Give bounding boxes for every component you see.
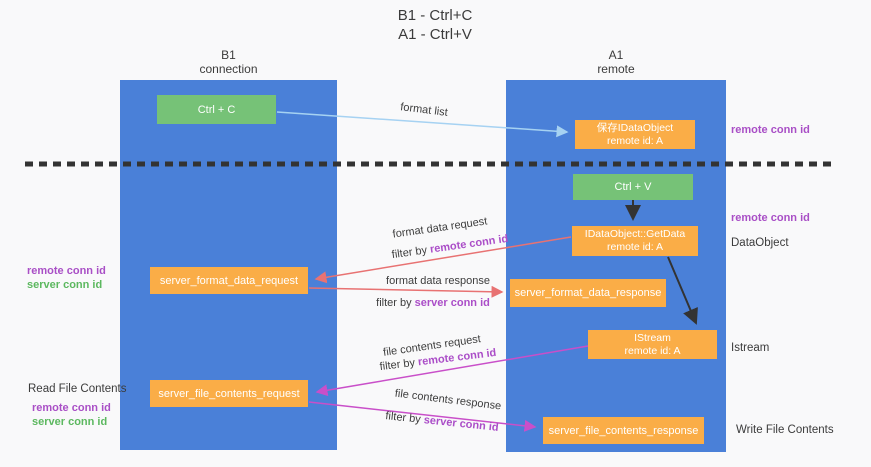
right-remote-conn-id-top: remote conn id	[731, 124, 810, 136]
format-data-response-label: format data response	[386, 275, 490, 287]
format-data-response-filter-label: filter by server conn id	[376, 297, 490, 309]
remote-conn-id-label: remote conn id	[27, 265, 106, 277]
read-file-contents-label: Read File Contents	[28, 383, 127, 395]
dataobject-label: DataObject	[731, 237, 789, 249]
istream-line1: IStream	[634, 331, 671, 344]
getdata-line1: IDataObject::GetData	[584, 228, 686, 240]
write-file-contents-label: Write File Contents	[736, 424, 834, 436]
getdata-box: IDataObject::GetData remote id: A	[572, 226, 698, 256]
title-line-1: B1 - Ctrl+C	[397, 7, 473, 24]
left-conn-ids-top: remote conn id server conn id	[27, 264, 106, 292]
format-list-label: format list	[399, 101, 449, 119]
ctrl-c-box: Ctrl + C	[157, 95, 276, 124]
diagram-title: B1 - Ctrl+C A1 - Ctrl+V	[305, 6, 565, 44]
lifeline-b1-role: connection	[199, 62, 258, 76]
server-file-contents-response-box: server_file_contents_response	[543, 417, 704, 444]
server-conn-id-label: server conn id	[27, 279, 103, 291]
remote-conn-id-label: remote conn id	[731, 212, 810, 224]
lifeline-a1-role: remote	[597, 62, 635, 76]
server-conn-id-highlight: server conn id	[414, 297, 490, 309]
file-contents-response-label: file contents response	[394, 387, 502, 413]
filter-by-text: filter by	[391, 243, 431, 262]
ctrl-v-label: Ctrl + V	[614, 181, 652, 193]
lifeline-a1-name: A1	[608, 48, 624, 62]
server-format-data-request-label: server_format_data_request	[159, 274, 299, 287]
server-format-data-response-box: server_format_data_response	[510, 279, 666, 307]
istream-side-label: Istream	[731, 342, 770, 354]
ctrl-v-box: Ctrl + V	[573, 174, 693, 200]
lifeline-header-a1: A1 remote	[506, 48, 726, 76]
server-file-contents-response-label: server_file_contents_response	[548, 424, 699, 437]
lifeline-b1-name: B1	[221, 48, 236, 62]
save-dataobject-box: 保存IDataObject remote id: A	[575, 120, 695, 149]
server-format-data-request-box: server_format_data_request	[150, 267, 308, 294]
file-contents-response-filter-label: filter by server conn id	[385, 410, 499, 434]
filter-by-text: filter by	[384, 410, 425, 427]
filter-by-text: filter by	[379, 356, 419, 374]
filter-by-text: filter by	[376, 297, 415, 309]
server-file-contents-request-label: server_file_contents_request	[158, 387, 300, 400]
save-dataobject-line1: 保存IDataObject	[596, 121, 674, 134]
server-format-data-response-label: server_format_data_response	[514, 287, 662, 299]
lifeline-header-b1: B1 connection	[120, 48, 337, 76]
title-line-2: A1 - Ctrl+V	[398, 26, 472, 43]
remote-conn-id-highlight: remote conn id	[429, 232, 509, 256]
left-conn-ids-bottom: remote conn id server conn id	[32, 401, 111, 429]
format-data-response-arrow	[308, 285, 504, 298]
istream-line2: remote id: A	[624, 344, 681, 357]
save-dataobject-line2: remote id: A	[606, 134, 664, 147]
server-file-contents-request-box: server_file_contents_request	[150, 380, 308, 407]
ctrl-c-label: Ctrl + C	[197, 103, 236, 116]
istream-box: IStream remote id: A	[588, 330, 717, 359]
server-conn-id-highlight: server conn id	[423, 414, 500, 434]
remote-conn-id-label: remote conn id	[731, 124, 810, 136]
remote-conn-id-label: remote conn id	[32, 402, 111, 414]
getdata-line2: remote id: A	[606, 241, 664, 253]
server-conn-id-label: server conn id	[32, 416, 108, 428]
right-remote-conn-id-mid: remote conn id	[731, 212, 810, 224]
